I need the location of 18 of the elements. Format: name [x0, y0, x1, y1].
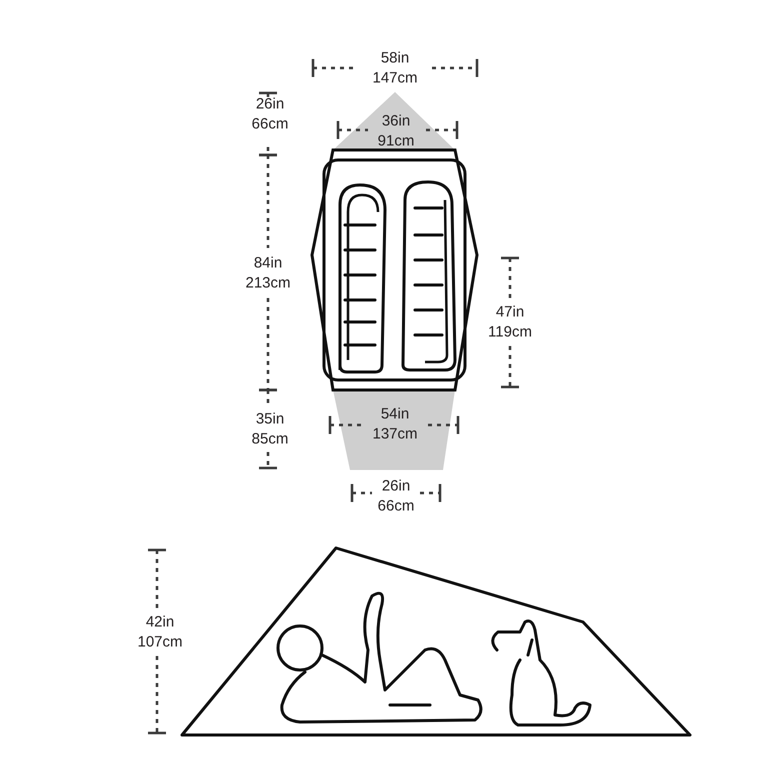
dimension-label: 213cm	[245, 276, 291, 290]
dimension-label: 35in	[256, 412, 284, 426]
dimension-label: 119cm	[488, 324, 532, 340]
dimension-label: 42in	[146, 614, 174, 630]
dimension-label: 147cm	[372, 70, 418, 86]
dimension-label: 107cm	[137, 634, 183, 650]
dimension-label: 66cm	[252, 116, 288, 132]
dimension-label: 26in	[256, 96, 284, 112]
dimension-label: 54in	[380, 406, 410, 422]
dimension-label: 91cm	[378, 134, 414, 148]
dimension-label: 84in	[254, 256, 282, 270]
dimension-label: 36in	[382, 114, 410, 128]
dimension-label: 85cm	[252, 432, 288, 446]
dimension-label: 66cm	[378, 498, 414, 514]
dimension-label: 58in	[380, 50, 410, 66]
dimension-label: 47in	[496, 304, 524, 320]
dimension-label: 137cm	[372, 426, 418, 442]
dimension-label: 26in	[382, 478, 410, 494]
